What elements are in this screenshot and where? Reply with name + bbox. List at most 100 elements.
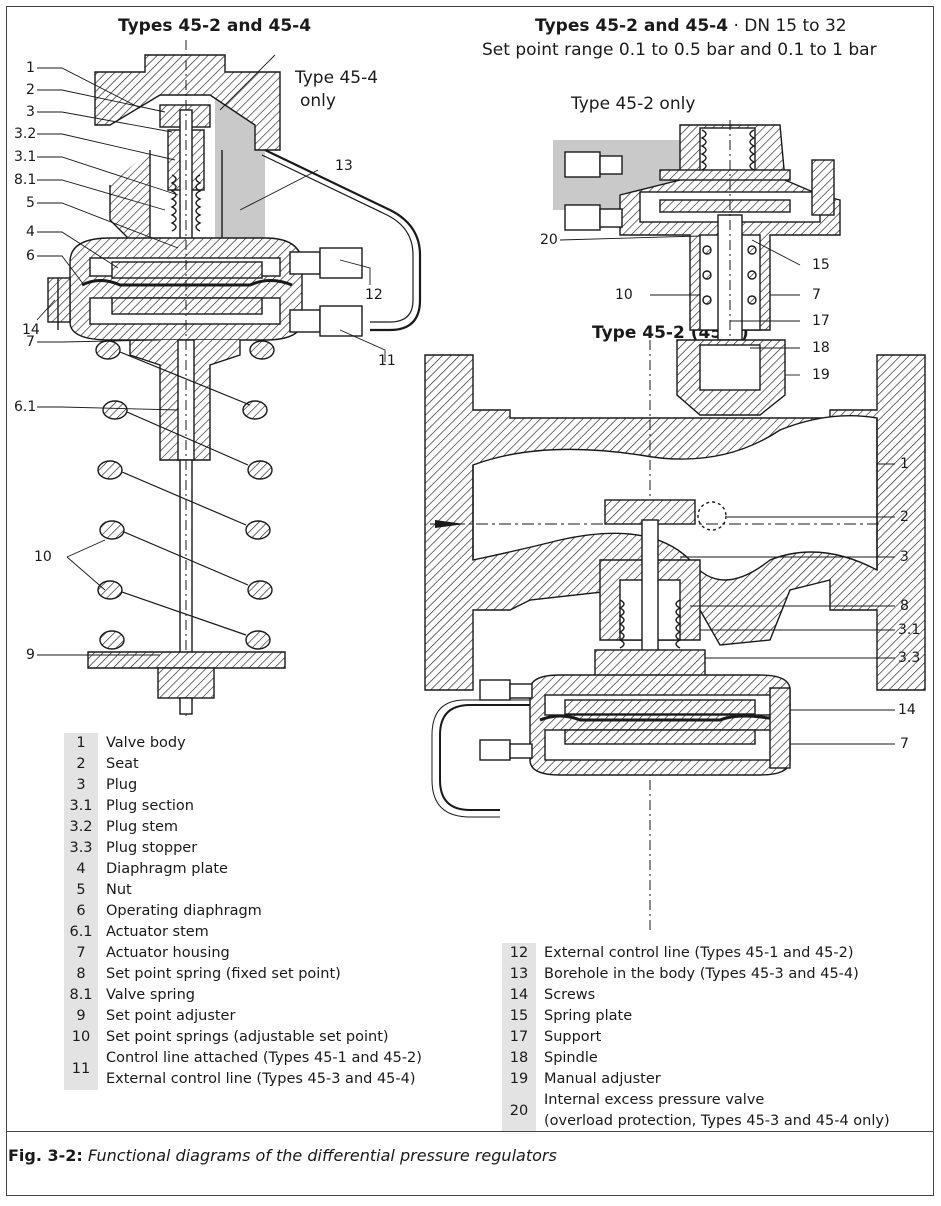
legend-item: 19 Manual adjuster xyxy=(502,1069,890,1090)
callout-left-3: 3 xyxy=(26,104,35,120)
legend-text: Nut xyxy=(106,882,132,898)
callout-top-right-19: 19 xyxy=(812,367,830,383)
type-45-4-only-label: Type 45-4 xyxy=(295,68,378,88)
callout-left-12: 12 xyxy=(365,287,383,303)
callout-left-13: 13 xyxy=(335,158,353,174)
callout-left-7: 7 xyxy=(26,334,35,350)
legend-text: Diaphragm plate xyxy=(106,861,228,877)
bottom-right-valve-drawing xyxy=(424,340,926,930)
legend-number: 17 xyxy=(502,1027,536,1048)
callout-left-11: 11 xyxy=(378,353,396,369)
legend-text: Plug xyxy=(106,777,138,793)
callout-left-4: 4 xyxy=(26,224,35,240)
legend-item: 12 External control line (Types 45-1 and … xyxy=(502,943,890,964)
callout-left-3-1: 3.1 xyxy=(14,149,37,165)
set-point-adjuster-shape xyxy=(157,667,215,699)
callout-left-9: 9 xyxy=(26,647,35,663)
legend-number: 7 xyxy=(64,943,98,964)
legend-number: 3.2 xyxy=(64,817,98,838)
callout-left-8-1: 8.1 xyxy=(14,172,37,188)
callout-bottom-right-8: 8 xyxy=(900,598,909,614)
callout-left-10: 10 xyxy=(34,549,52,565)
callout-bottom-right-7: 7 xyxy=(900,736,909,752)
type-45-4-only-line1: Type 45-4 xyxy=(295,68,379,88)
callout-bottom-right-3-1: 3.1 xyxy=(898,622,921,638)
legend-item: 4 Diaphragm plate xyxy=(64,859,422,880)
callout-top-right-17: 17 xyxy=(812,313,830,329)
right-top-title-rest: · DN 15 to 32 xyxy=(728,16,847,36)
figure-caption: Fig. 3-2: Functional diagrams of the dif… xyxy=(8,1146,557,1165)
legend-number: 13 xyxy=(502,964,536,985)
legend-text: Valve body xyxy=(106,735,186,751)
callout-top-right-10: 10 xyxy=(615,287,633,303)
legend-right: 12 External control line (Types 45-1 and … xyxy=(502,943,890,1132)
legend-number: 4 xyxy=(64,859,98,880)
callout-bottom-right-14: 14 xyxy=(898,702,916,718)
legend-number: 6 xyxy=(64,901,98,922)
legend-number: 12 xyxy=(502,943,536,964)
legend-text: Plug section xyxy=(106,798,194,814)
legend-text: External control line (Types 45-1 and 45… xyxy=(544,945,854,961)
legend-number: 15 xyxy=(502,1006,536,1027)
legend-item: 3 Plug xyxy=(64,775,422,796)
type-45-2-only-label: Type 45-2 only xyxy=(571,94,696,114)
legend-number: 8.1 xyxy=(64,985,98,1006)
legend-number: 3 xyxy=(64,775,98,796)
legend-item: 1 Valve body xyxy=(64,733,422,754)
callout-top-right-20: 20 xyxy=(540,232,558,248)
legend-number: 19 xyxy=(502,1069,536,1090)
legend-text: Set point springs (adjustable set point) xyxy=(106,1029,389,1045)
legend-item: 2 Seat xyxy=(64,754,422,775)
legend-number: 20 xyxy=(502,1090,536,1132)
legend-text: Seat xyxy=(106,756,139,772)
legend-number: 10 xyxy=(64,1027,98,1048)
legend-number: 3.1 xyxy=(64,796,98,817)
callout-left-3-2: 3.2 xyxy=(14,126,37,142)
callout-top-right-15: 15 xyxy=(812,257,830,273)
caption-divider xyxy=(6,1131,934,1132)
top-right-regulator-drawing xyxy=(553,120,841,420)
left-diagram-title: Types 45-2 and 45-4 xyxy=(118,16,312,36)
legend-item: 10 Set point springs (adjustable set poin… xyxy=(64,1027,422,1048)
callout-left-6-1: 6.1 xyxy=(14,399,37,415)
callout-left-14: 14 xyxy=(22,322,40,338)
callout-bottom-right-1: 1 xyxy=(900,456,909,472)
legend-text: Spring plate xyxy=(544,1008,633,1024)
callout-bottom-right-3: 3 xyxy=(900,549,909,565)
caption-text: Functional diagrams of the differential … xyxy=(87,1146,557,1165)
legend-text: Set point adjuster xyxy=(106,1008,236,1024)
legend-text: Manual adjuster xyxy=(544,1071,661,1087)
legend-item: 15 Spring plate xyxy=(502,1006,890,1027)
legend-item: 8.1 Valve spring xyxy=(64,985,422,1006)
legend-number: 1 xyxy=(64,733,98,754)
callout-left-6: 6 xyxy=(26,248,35,264)
legend-number: 8 xyxy=(64,964,98,985)
callout-bottom-right-2: 2 xyxy=(900,509,909,525)
figure-frame xyxy=(6,6,934,1196)
callout-left-1: 1 xyxy=(26,60,35,76)
callout-top-right-18: 18 xyxy=(812,340,830,356)
legend-text: Control line attached (Types 45-1 and 45… xyxy=(106,1050,422,1066)
valve-body-shape xyxy=(94,54,281,151)
callout-bottom-right-3-3: 3.3 xyxy=(898,650,921,666)
legend-number: 2 xyxy=(64,754,98,775)
left-regulator-drawing xyxy=(47,40,422,720)
right-top-title-bold: Types 45-2 and 45-4 xyxy=(535,16,729,36)
legend-text: Valve spring xyxy=(106,987,195,1003)
callout-top-right-7: 7 xyxy=(812,287,821,303)
legend-number: 18 xyxy=(502,1048,536,1069)
